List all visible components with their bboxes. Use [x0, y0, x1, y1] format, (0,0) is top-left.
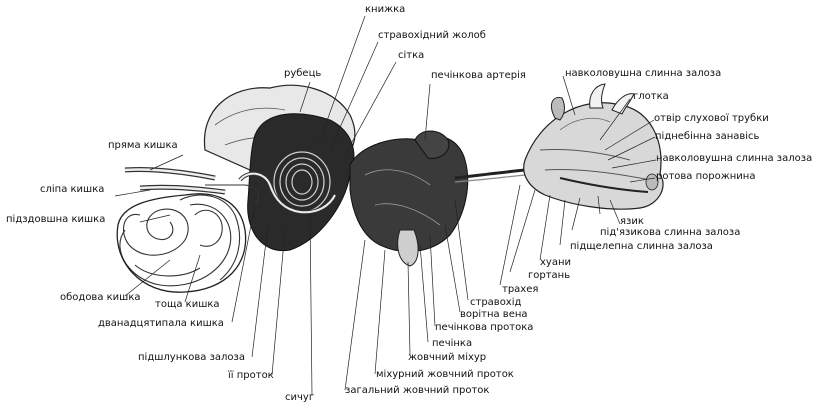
label-toshcha-kyshka: тоща кишка	[155, 299, 220, 311]
stomach-dark-mass	[248, 114, 354, 251]
label-knyzhka: книжка	[365, 4, 405, 16]
gall-bladder-shape	[398, 230, 418, 266]
intestine-mass	[117, 194, 245, 292]
intestine-coils	[120, 185, 259, 286]
label-trakheia: трахея	[502, 284, 538, 296]
label-rotova-porozhnyna: ротова порожнина	[656, 171, 755, 183]
label-sychuh: сичуг	[285, 392, 314, 404]
label-yii-protok: її проток	[228, 370, 274, 382]
label-navkolovushna-top: навколовушна слинна залоза	[565, 68, 721, 80]
label-pidshchelepna: підщелепна слинна залоза	[570, 241, 713, 253]
label-stravokhid: стравохід	[470, 297, 521, 309]
label-navkolovushna-mid: навколовушна слинна залоза	[656, 153, 812, 165]
label-dvanadtsiatypala: дванадцятипала кишка	[98, 318, 224, 330]
label-rubets: рубець	[284, 68, 321, 80]
label-pryama-kyshka: пряма кишка	[108, 140, 178, 152]
label-obodova-kyshka: ободова кишка	[60, 292, 141, 304]
label-pechinka: печінка	[432, 338, 472, 350]
label-pechinkova-arteriia: печінкова артерія	[431, 70, 526, 82]
label-pidnebinna-zanavis: піднебінна занавісь	[655, 131, 759, 143]
label-khoany: хуани	[540, 257, 571, 269]
label-hortan: гортань	[528, 270, 570, 282]
label-pidyazykova: під'язикова слинна залоза	[600, 227, 740, 239]
label-pechinkova-protoka: печінкова протока	[435, 322, 533, 334]
label-hlotka: глотка	[633, 91, 669, 103]
label-zahalnyi: загальний жовчний проток	[345, 385, 489, 397]
label-zhovchnyi-mikhur: жовчний міхур	[408, 352, 486, 364]
label-sitka: сітка	[398, 50, 424, 62]
label-stravokhidnyi-zholob: стравохідний жолоб	[378, 30, 486, 42]
label-pidshlunkova: підшлункова залоза	[138, 352, 245, 364]
label-pidzdovshna-kyshka: підздовшна кишка	[6, 214, 105, 226]
label-vorotna-vena: ворітна вена	[460, 309, 528, 321]
cow-head-shape	[524, 103, 663, 209]
label-otvir-slukhovoi: отвір слухової трубки	[654, 113, 769, 125]
label-slipa-kyshka: сліпа кишка	[40, 184, 104, 196]
label-mikhurnyi: міхурний жовчний проток	[376, 369, 514, 381]
